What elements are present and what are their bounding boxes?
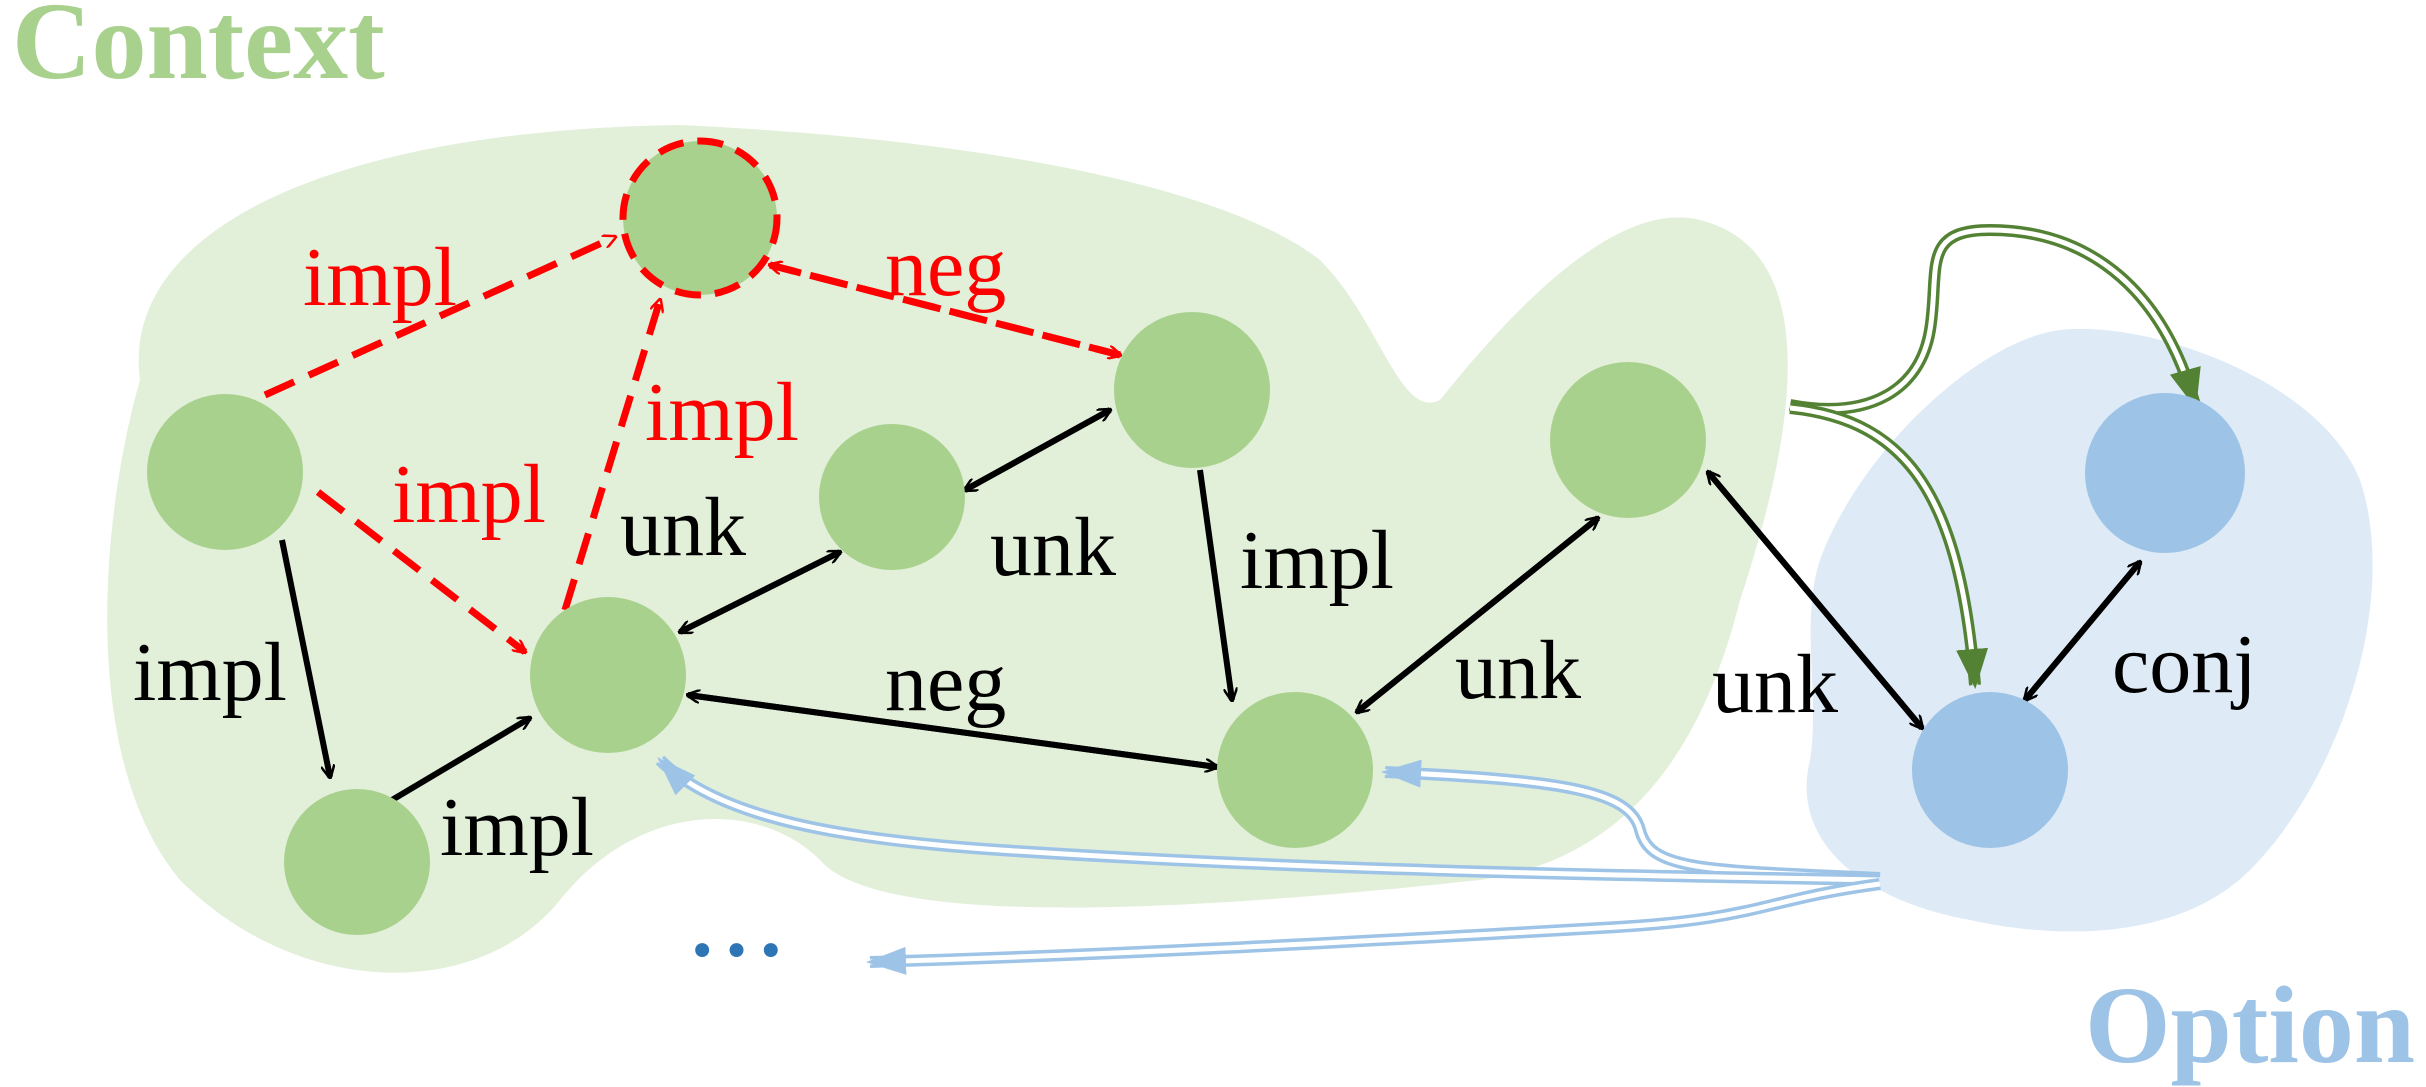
context-node-top xyxy=(619,137,781,299)
green-context-links xyxy=(1788,223,2201,689)
edge-unk-a-2 xyxy=(678,549,840,635)
context-node-center-bottom xyxy=(1217,692,1373,848)
label-impl-red-top: impl xyxy=(303,231,457,324)
edge-impl-red-mid xyxy=(561,300,660,612)
label-unk-b: unk xyxy=(990,501,1116,594)
context-node-left xyxy=(147,394,303,550)
edge-unk-b-2 xyxy=(965,407,1112,493)
context-title: Context xyxy=(12,0,385,102)
context-node-right xyxy=(1550,362,1706,518)
edge-impl-right xyxy=(1197,469,1232,700)
option-node-bottom xyxy=(1912,692,2068,848)
edge-impl-red-top xyxy=(263,233,615,399)
ellipsis: ••• xyxy=(688,924,791,980)
label-unk-a: unk xyxy=(620,481,746,574)
label-neg-center: neg xyxy=(885,636,1006,729)
context-node-mid xyxy=(819,424,965,570)
edge-impl-left xyxy=(279,539,330,777)
label-unk-c: unk xyxy=(1455,624,1581,717)
blue-option-links xyxy=(655,755,1881,975)
label-impl-red-mid: impl xyxy=(645,366,799,459)
option-region xyxy=(1806,328,2373,932)
option-title: Option xyxy=(2085,964,2415,1086)
option-node-top xyxy=(2085,393,2245,553)
context-node-bottom-left xyxy=(284,789,430,935)
label-impl-left: impl xyxy=(133,626,287,719)
context-nodes xyxy=(147,137,1706,935)
edge-unk-d-2 xyxy=(1708,472,1925,730)
label-impl-bottom: impl xyxy=(440,781,594,874)
label-impl-red-left: impl xyxy=(392,448,546,541)
edge-impl-bottom xyxy=(390,715,530,803)
label-neg-red-top: neg xyxy=(885,221,1006,314)
edge-labels: impl neg impl impl unk unk impl impl neg… xyxy=(133,221,2257,874)
edge-impl-red-left xyxy=(315,489,525,652)
edge-neg-center-2 xyxy=(688,695,1218,770)
edge-unk-c-2 xyxy=(1357,515,1600,712)
context-node-upper-right xyxy=(1114,312,1270,468)
label-impl-right: impl xyxy=(1240,514,1394,607)
option-nodes xyxy=(1912,393,2245,848)
label-conj: conj xyxy=(2112,618,2257,711)
label-unk-d: unk xyxy=(1712,638,1838,731)
edge-conj-2 xyxy=(2025,560,2143,700)
context-node-mid-left xyxy=(530,597,686,753)
edge-neg-red-top-b xyxy=(769,261,1120,355)
red-dashed-edges xyxy=(263,233,1120,652)
black-edges xyxy=(279,407,2143,803)
